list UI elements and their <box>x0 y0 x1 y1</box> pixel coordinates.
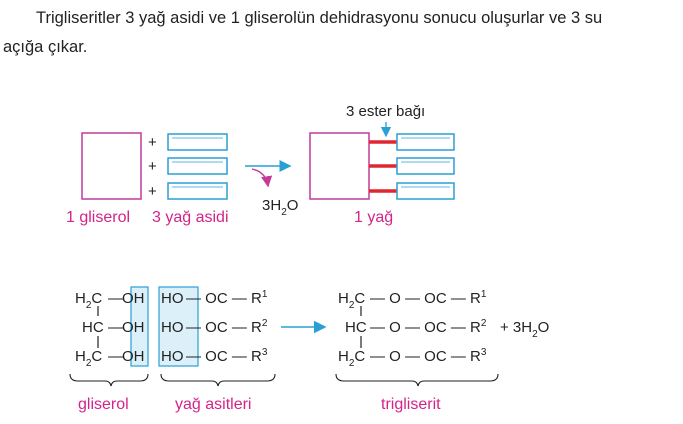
hydroxyl-group: OH <box>122 319 145 336</box>
fat-fatty-acid-box <box>396 133 455 151</box>
glycerol-carbon-1: H2C <box>75 290 102 311</box>
label-fatty-acids: 3 yağ asidi <box>152 209 229 226</box>
acyl-group: — OC — R3 <box>186 347 268 365</box>
ester-linkage: — O — OC — R1 <box>370 289 487 307</box>
plus-sign: + <box>148 158 157 175</box>
label-fat: 1 yağ <box>354 209 393 226</box>
bond-dash: — <box>108 319 123 336</box>
oh-highlight <box>130 286 149 367</box>
top-scheme: + + + 3H2O 3 ester bağı <box>66 103 455 226</box>
glycerol-carbon-2: HC <box>82 319 104 336</box>
bottom-scheme: H2C — OH HO — OC — R1 HC — OH HO — OC — … <box>69 286 549 413</box>
hydroxyl-group: OH <box>122 348 145 365</box>
ester-bonds <box>369 140 397 193</box>
intro-line-1: Trigliseritler 3 yağ asidi ve 1 gliserol… <box>36 9 603 27</box>
fat-fatty-acid-box <box>396 157 455 175</box>
fatty-acid-hydroxyl: HO <box>161 348 184 365</box>
hydroxyl-group: OH <box>122 290 145 307</box>
fat-glycerol-box <box>309 132 370 200</box>
label-glycerol-bottom: gliserol <box>78 396 129 413</box>
bond-dash: — <box>108 290 123 307</box>
triglyceride-carbon-2: HC <box>345 319 367 336</box>
fatty-acid-hydroxyl: HO <box>161 290 184 307</box>
water-label: 3H2O <box>262 197 298 218</box>
water-product: + 3H2O <box>500 319 549 340</box>
glycerol-box <box>81 132 142 200</box>
acyl-group: — OC — R2 <box>186 318 268 336</box>
fatty-acid-hydroxyl: HO <box>161 319 184 336</box>
fat-fatty-acid-box <box>396 182 455 200</box>
ester-bond-label: 3 ester bağı <box>346 103 425 120</box>
fatty-acid-box <box>167 182 228 200</box>
triglyceride-carbon-1: H2C <box>338 290 365 311</box>
water-release-arrow <box>251 168 273 188</box>
brace-fatty-acids <box>160 373 276 387</box>
glycerol-carbon-3: H2C <box>75 348 102 369</box>
label-glycerol: 1 gliserol <box>66 209 130 226</box>
triglyceride-carbon-3: H2C <box>338 348 365 369</box>
acyl-group: — OC — R1 <box>186 289 268 307</box>
plus-sign: + <box>148 134 157 151</box>
ester-linkage: — O — OC — R3 <box>370 347 487 365</box>
fatty-acid-box <box>167 133 228 151</box>
bond-dash: — <box>108 348 123 365</box>
fatty-acid-boxes <box>167 133 228 200</box>
brace-triglyceride <box>335 373 499 387</box>
ho-highlight <box>158 286 199 367</box>
intro-line-2: açığa çıkar. <box>3 38 88 56</box>
plus-sign: + <box>148 183 157 200</box>
label-triglyceride: trigliserit <box>381 396 441 413</box>
ester-linkage: — O — OC — R2 <box>370 318 487 336</box>
label-fatty-acids-bottom: yağ asitleri <box>175 396 251 413</box>
fatty-acid-box <box>167 157 228 175</box>
brace-glycerol <box>69 373 149 387</box>
